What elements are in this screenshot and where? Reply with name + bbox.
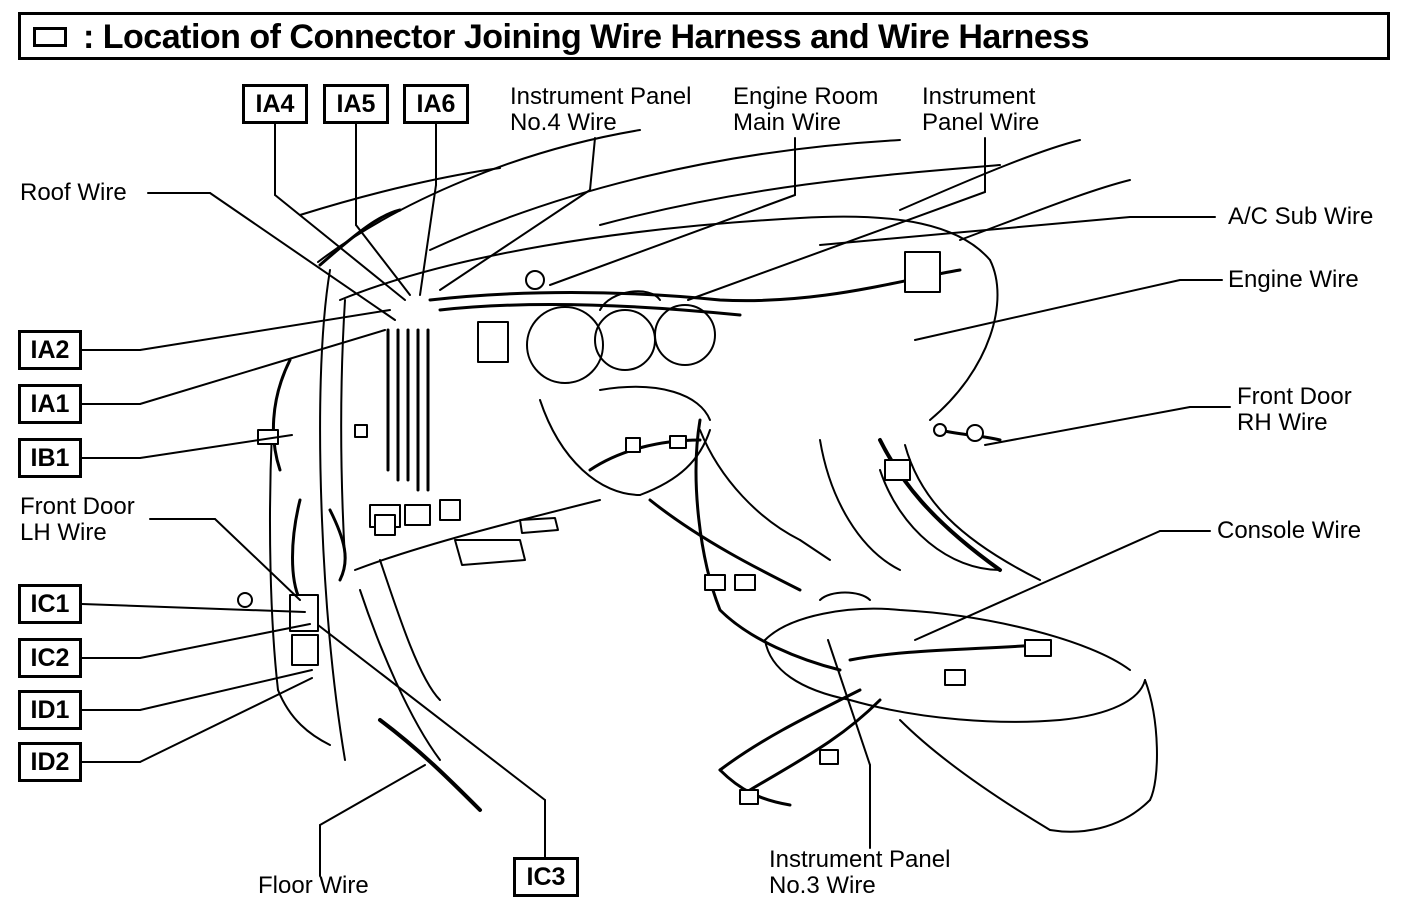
floor-wire-label: Floor Wire — [258, 872, 369, 899]
connector-ic1-label: IC1 — [18, 584, 82, 624]
instrument-panel-no4-wire-line2: No.4 Wire — [510, 109, 617, 136]
connector-ia5-label: IA5 — [323, 84, 389, 124]
front-door-lh-wire-line1: Front Door — [20, 493, 135, 520]
instrument-panel-no4-wire-line1: Instrument Panel — [510, 83, 692, 110]
front-door-lh-wire-label: Front Door LH Wire — [20, 494, 135, 546]
engine-room-main-wire-line1: Engine Room — [733, 83, 879, 110]
connector-id2-label: ID2 — [18, 742, 82, 782]
instrument-panel-no3-wire-line2: No.3 Wire — [769, 872, 876, 899]
front-door-rh-wire-line1: Front Door — [1237, 383, 1352, 410]
title-bar: : Location of Connector Joining Wire Har… — [18, 12, 1390, 60]
engine-room-main-wire-line2: Main Wire — [733, 109, 842, 136]
ac-sub-wire-label: A/C Sub Wire — [1228, 203, 1374, 230]
page-title: : Location of Connector Joining Wire Har… — [83, 18, 1090, 56]
connector-id1-label: ID1 — [18, 690, 82, 730]
engine-room-main-wire-label: Engine Room Main Wire — [733, 84, 878, 136]
front-door-rh-wire-label: Front Door RH Wire — [1237, 384, 1352, 436]
instrument-panel-no3-wire-line1: Instrument Panel — [769, 846, 951, 873]
dashboard-outline — [269, 129, 1158, 833]
instrument-panel-wire-line1: Instrument — [922, 83, 1036, 110]
connector-box-icon — [33, 27, 67, 47]
connector-ib1-label: IB1 — [18, 438, 82, 478]
connector-ia2-label: IA2 — [18, 330, 82, 370]
connector-ic2-label: IC2 — [18, 638, 82, 678]
console-wire-label: Console Wire — [1217, 517, 1362, 544]
connector-blocks — [237, 251, 1052, 805]
front-door-rh-wire-line2: RH Wire — [1237, 409, 1328, 436]
leader-lines — [81, 121, 1231, 877]
connector-ia6-label: IA6 — [403, 84, 469, 124]
instrument-panel-no4-wire-label: Instrument Panel No.4 Wire — [510, 84, 691, 136]
roof-wire-label: Roof Wire — [20, 179, 127, 206]
connector-ia1-label: IA1 — [18, 384, 82, 424]
front-door-lh-wire-line2: LH Wire — [20, 519, 107, 546]
connector-ic3-label: IC3 — [513, 857, 579, 897]
instrument-panel-wire-label: Instrument Panel Wire — [922, 84, 1039, 136]
instrument-panel-no3-wire-label: Instrument Panel No.3 Wire — [769, 847, 950, 899]
engine-wire-label: Engine Wire — [1228, 266, 1359, 293]
wire-harness-paths — [272, 208, 1042, 812]
connector-ia4-label: IA4 — [242, 84, 308, 124]
instrument-panel-wire-line2: Panel Wire — [922, 109, 1040, 136]
